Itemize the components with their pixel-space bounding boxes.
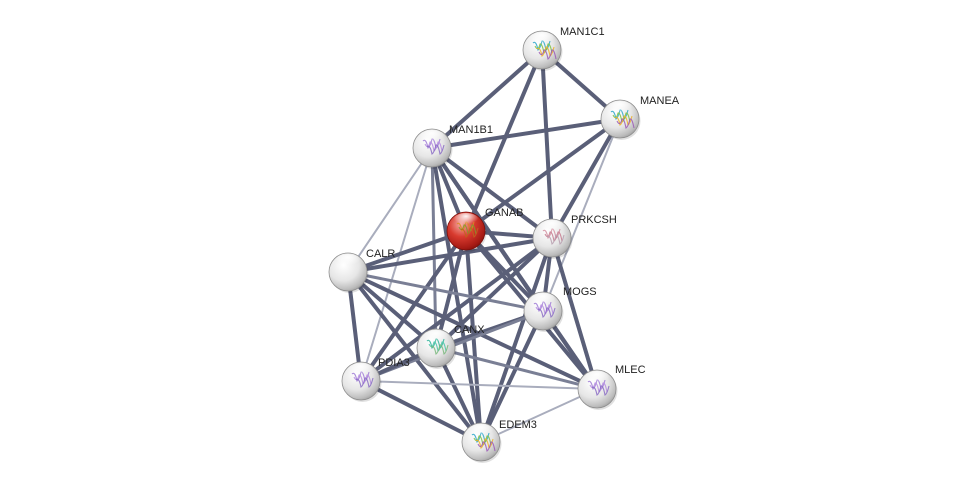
node-edem3[interactable] [461, 422, 502, 463]
node-canx[interactable] [416, 328, 457, 369]
edge-manea-ganab[interactable] [464, 117, 622, 233]
node-highlight [467, 424, 495, 440]
node-highlight [538, 220, 566, 236]
edge-prkcsh-edem3[interactable] [479, 236, 554, 444]
node-highlight [452, 213, 480, 229]
protein-structure-glyph [538, 49, 557, 60]
node-label-man1c1: MAN1C1 [560, 26, 605, 38]
node-label-pdia3: PDIA3 [378, 357, 410, 369]
node-highlight [529, 293, 557, 309]
edge-mlec-edem3[interactable] [480, 388, 598, 443]
edge-manea-prkcsh[interactable] [550, 117, 622, 240]
edge-calr-mogs[interactable] [346, 270, 545, 313]
node-label-manea: MANEA [640, 95, 680, 107]
node-highlight [347, 363, 375, 379]
edge-calr-mlec[interactable] [346, 270, 599, 391]
node-manea[interactable] [600, 99, 641, 140]
node-highlight [422, 330, 450, 346]
edge-man1b1-calr[interactable] [347, 147, 433, 273]
edge-man1c1-prkcsh[interactable] [540, 48, 554, 240]
edge-prkcsh-mlec[interactable] [550, 236, 599, 391]
node-label-calr: CALR [366, 248, 395, 260]
node-label-ganab: GANAB [485, 207, 524, 219]
edge-prkcsh-calr[interactable] [346, 236, 554, 274]
protein-structure-glyph [477, 441, 496, 452]
edge-prkcsh-canx[interactable] [434, 236, 554, 350]
edge-prkcsh-pdia3[interactable] [359, 236, 554, 383]
edge-man1c1-ganab[interactable] [464, 48, 544, 233]
protein-structure-glyph [616, 118, 635, 129]
node-highlight [528, 32, 556, 48]
node-calr[interactable] [328, 252, 369, 293]
node-highlight [418, 130, 446, 146]
node-man1b1[interactable] [412, 128, 453, 169]
node-ganab[interactable] [446, 211, 487, 252]
node-label-edem3: EDEM3 [499, 419, 537, 431]
edge-mogs-edem3[interactable] [479, 309, 545, 444]
node-label-prkcsh: PRKCSH [571, 214, 617, 226]
node-man1c1[interactable] [522, 30, 563, 71]
node-prkcsh[interactable] [532, 218, 573, 259]
node-label-mlec: MLEC [615, 364, 646, 376]
edge-ganab-canx[interactable] [434, 229, 468, 350]
node-highlight [583, 371, 611, 387]
node-label-canx: CANX [454, 324, 485, 336]
edge-manea-man1b1[interactable] [430, 117, 622, 150]
node-label-mogs: MOGS [563, 286, 597, 298]
edge-man1b1-prkcsh[interactable] [430, 146, 554, 240]
node-mogs[interactable] [523, 291, 564, 332]
node-pdia3[interactable] [341, 361, 382, 402]
edge-pdia3-mlec[interactable] [360, 380, 598, 390]
node-label-man1b1: MAN1B1 [449, 124, 493, 136]
edge-man1c1-man1b1[interactable] [430, 48, 544, 150]
edge-manea-mogs[interactable] [542, 118, 621, 312]
node-highlight [334, 254, 362, 270]
edge-canx-mlec[interactable] [434, 346, 599, 391]
edge-pdia3-edem3[interactable] [359, 379, 483, 444]
node-mlec[interactable] [577, 369, 618, 410]
edge-ganab-calr[interactable] [346, 229, 468, 274]
node-highlight [606, 101, 634, 117]
